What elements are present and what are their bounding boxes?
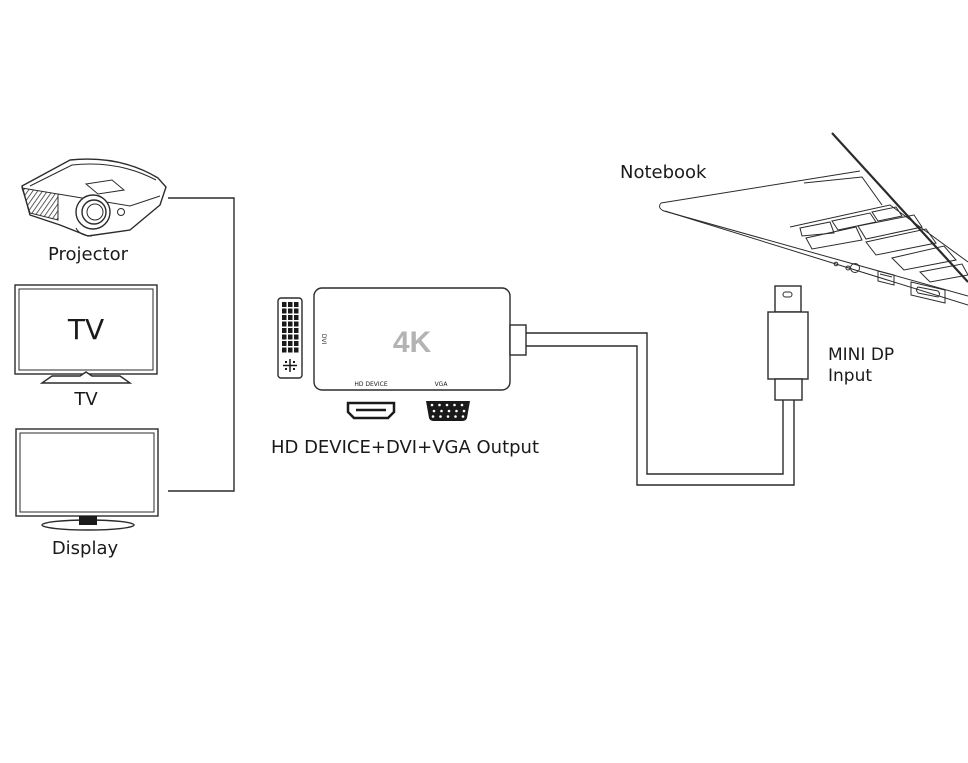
dvi-pin [288,341,293,346]
dvi-pin [294,315,299,320]
vga-port-label: VGA [435,381,449,388]
vga-pin [445,403,449,407]
hdmi-port-icon [346,401,396,420]
display-label: Display [52,538,119,559]
dvi-pin [288,315,293,320]
input-label-line2: Input [828,366,872,386]
dvi-pin [294,341,299,346]
notebook-icon [659,132,968,306]
output-caption: HD DEVICE+DVI+VGA Output [271,437,539,458]
vga-pin [447,409,451,413]
output-bracket-line [168,197,235,492]
dvi-pin [282,302,287,307]
dvi-pin [294,302,299,307]
dvi-port-label: DVI [320,334,327,345]
dvi-pin [282,328,287,333]
vga-pin [453,403,456,407]
mini-dp-plug-icon [767,285,809,401]
dvi-pin [282,341,287,346]
notebook-label: Notebook [620,162,707,183]
tv-label: TV [73,389,98,410]
vga-port-icon [426,401,470,421]
dvi-pin [282,321,287,327]
dvi-pin [288,321,293,327]
dvi-pin [294,334,299,340]
vga-pin [461,415,465,418]
dvi-pin [288,347,293,353]
dvi-pin [288,302,293,307]
dvi-pin [294,328,299,333]
vga-pin [431,415,435,418]
dvi-connector-icon [277,297,303,379]
adapter-4k-badge: 4K [393,326,432,359]
dvi-pin [288,308,293,314]
cable [509,324,795,486]
vga-pin [454,415,457,418]
vga-pin [430,403,434,407]
dvi-pin [282,334,287,340]
tv-icon [14,284,158,384]
dvi-pin [294,321,299,327]
vga-pin [440,409,443,413]
vga-pin [462,409,466,413]
display-icon [15,428,159,531]
dvi-pin [288,328,293,333]
projector-label: Projector [48,244,129,265]
vga-pin [446,415,450,418]
vga-pin [439,415,442,418]
vga-pin [432,409,436,413]
hdmi-port-label: HD DEVICE [354,381,388,388]
vga-pin [455,409,458,413]
dvi-pin [288,334,293,340]
dvi-pin [282,347,287,353]
tv-screen-text: TV [67,313,104,346]
vga-pin [460,403,464,407]
input-label-line1: MINI DP [828,345,894,365]
dvi-pin [294,347,299,353]
vga-pin [438,403,441,407]
dvi-pin [282,315,287,320]
projector-icon [21,158,167,237]
dvi-pin [294,308,299,314]
dvi-pin [282,308,287,314]
